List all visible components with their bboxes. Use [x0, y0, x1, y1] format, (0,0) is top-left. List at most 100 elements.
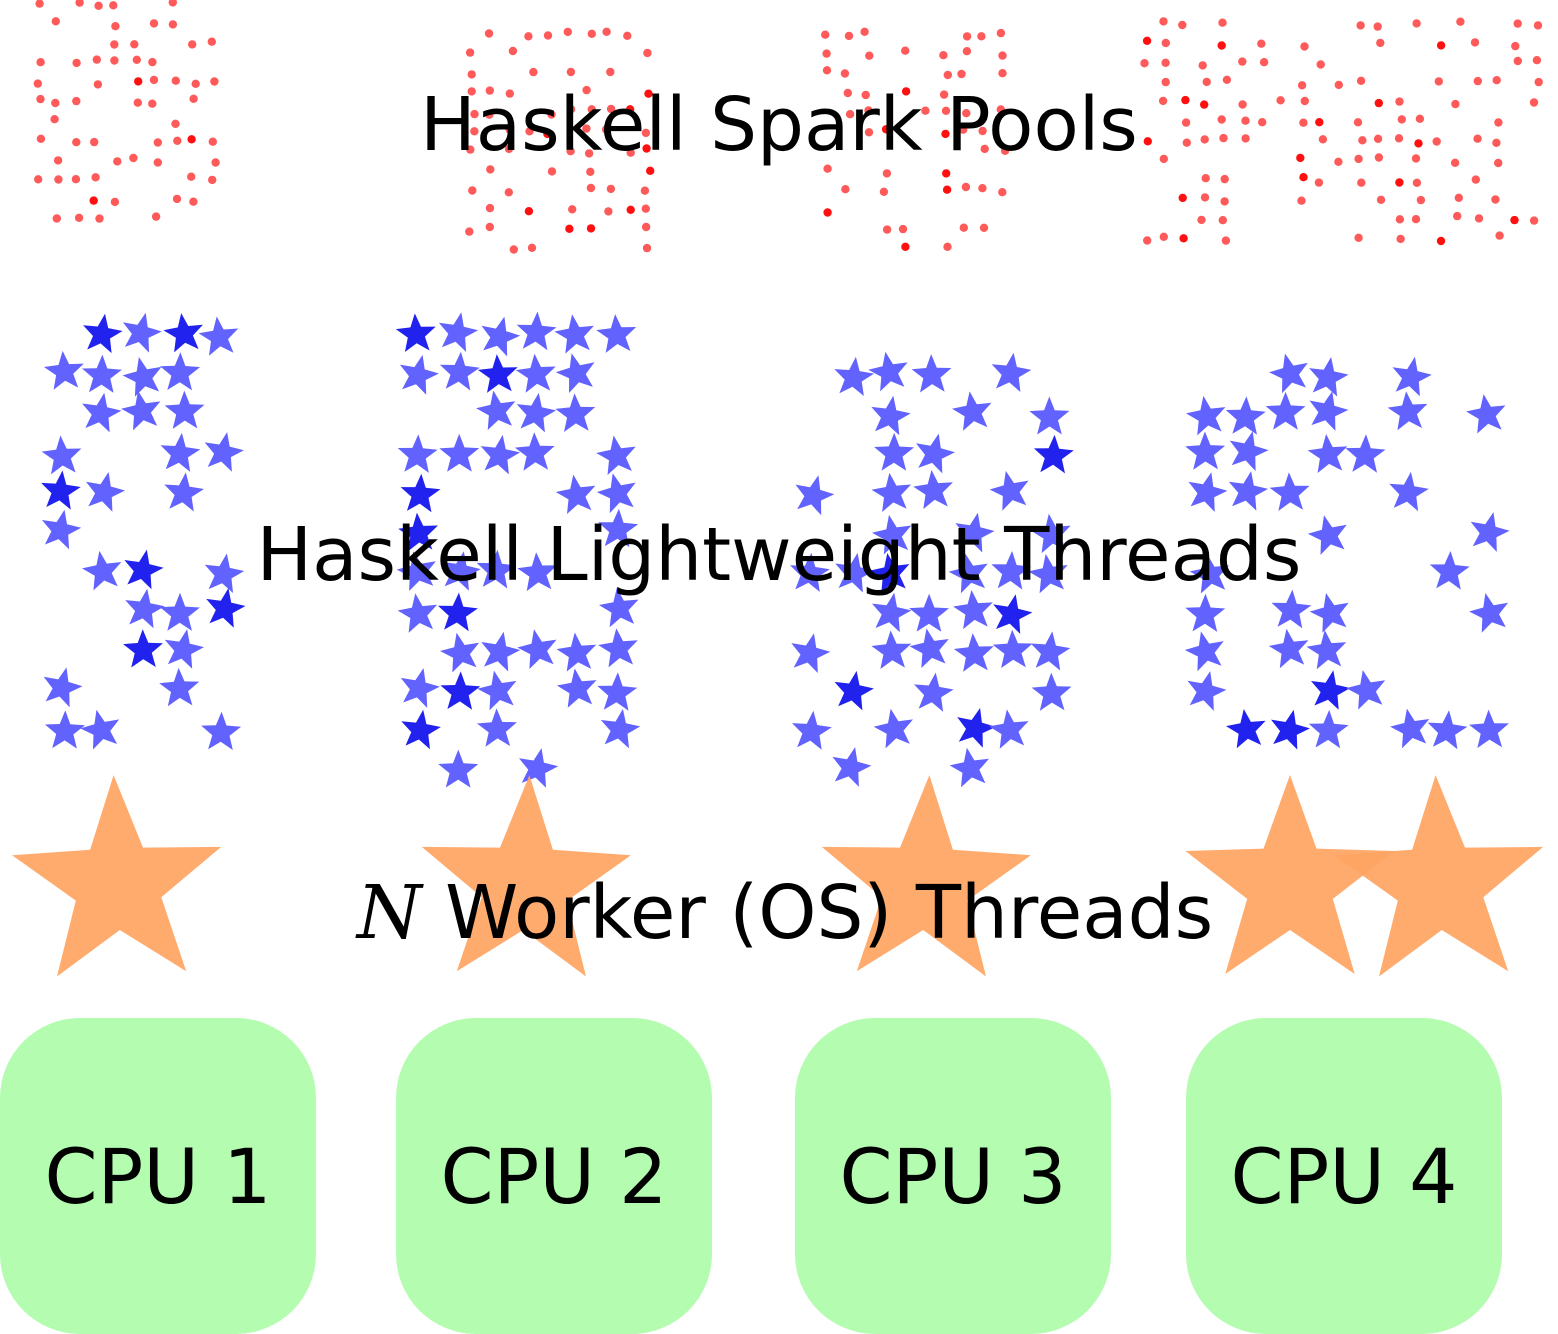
- lightweight-thread-star: [516, 392, 557, 433]
- lightweight-thread-star: [125, 588, 165, 629]
- lightweight-thread-star: [86, 472, 125, 512]
- lightweight-thread-star: [41, 435, 82, 475]
- spark-dot: [1238, 100, 1247, 109]
- worker-threads-group: [12, 775, 1544, 977]
- cpu-box-3: CPU 3: [795, 1018, 1111, 1334]
- lightweight-thread-star: [834, 356, 875, 396]
- worker-count-variable: N: [356, 870, 422, 956]
- lightweight-thread-star: [1033, 434, 1074, 474]
- spark-dot: [504, 188, 513, 197]
- lightweight-thread-star: [440, 671, 481, 710]
- spark-dot: [189, 94, 198, 104]
- spark-dot: [943, 242, 952, 251]
- lightweight-thread-star: [991, 551, 1032, 590]
- spark-dot: [1161, 77, 1170, 87]
- spark-dot: [1529, 216, 1539, 225]
- lightweight-thread-star: [480, 434, 521, 475]
- spark-dot: [1161, 58, 1170, 67]
- lightweight-thread-star: [792, 710, 832, 750]
- lightweight-thread-star: [1187, 671, 1227, 711]
- lightweight-thread-star: [873, 708, 913, 749]
- spark-dot: [525, 127, 534, 136]
- spark-dot: [130, 40, 139, 49]
- spark-dot: [485, 222, 494, 232]
- spark-dot: [1218, 216, 1228, 225]
- lightweight-thread-star: [159, 592, 200, 631]
- spark-dot: [1219, 133, 1228, 143]
- spark-dot: [823, 208, 832, 217]
- spark-dot: [187, 135, 196, 144]
- lightweight-thread-star: [164, 629, 204, 669]
- spark-dot: [211, 158, 220, 167]
- spark-dot: [980, 144, 989, 154]
- lightweight-thread-star: [399, 354, 439, 395]
- spark-dot: [1334, 80, 1344, 90]
- spark-dot: [941, 106, 951, 116]
- spark-dot: [210, 77, 219, 86]
- spark-dot: [54, 175, 63, 184]
- lightweight-thread-star: [874, 432, 915, 471]
- spark-dot: [148, 99, 157, 108]
- spark-dot: [586, 167, 595, 176]
- worker-thread-star: [421, 775, 631, 977]
- spark-dot: [1412, 178, 1422, 187]
- lightweight-thread-star: [991, 352, 1032, 392]
- spark-dot: [72, 138, 81, 147]
- spark-dot: [132, 55, 141, 64]
- lightweight-thread-star: [598, 628, 638, 668]
- spark-dot: [1318, 135, 1328, 144]
- spark-dot: [543, 31, 553, 40]
- lightweight-thread-star: [790, 552, 830, 592]
- lightweight-thread-star: [872, 514, 912, 555]
- lightweight-thread-star: [554, 314, 594, 354]
- spark-dot: [35, 0, 44, 8]
- lightweight-thread-star: [198, 316, 239, 356]
- spark-dot: [844, 31, 854, 41]
- spark-dot: [72, 58, 81, 68]
- spark-dot: [606, 67, 615, 77]
- spark-dot: [1334, 157, 1343, 166]
- spark-dot: [1492, 138, 1501, 147]
- lightweight-thread-star: [909, 593, 949, 632]
- spark-dot: [822, 66, 832, 75]
- worker-thread-star: [1334, 775, 1544, 977]
- lightweight-thread-star: [396, 551, 436, 591]
- spark-dot: [643, 48, 652, 58]
- lightweight-thread-star: [952, 391, 992, 431]
- spark-dot: [641, 128, 651, 138]
- cpu-box-4: CPU 4: [1186, 1018, 1502, 1334]
- spark-dot: [36, 58, 45, 67]
- spark-dot: [582, 85, 591, 95]
- spark-dot: [1513, 56, 1523, 66]
- spark-dot: [1396, 234, 1405, 244]
- spark-dot: [1453, 211, 1462, 221]
- spark-dot: [466, 145, 475, 154]
- spark-dot: [1201, 174, 1210, 183]
- lightweight-thread-star: [440, 632, 480, 673]
- lightweight-thread-star: [82, 392, 122, 433]
- spark-dot: [1356, 76, 1366, 86]
- spark-dot: [1376, 38, 1385, 48]
- spark-dot: [565, 224, 574, 233]
- lightweight-thread-star: [596, 314, 637, 353]
- spark-dot: [1259, 58, 1269, 67]
- spark-dot: [998, 69, 1007, 78]
- spark-dot: [468, 186, 477, 195]
- lightweight-thread-star: [206, 588, 246, 628]
- spark-dot: [1494, 158, 1503, 168]
- spark-dot: [1297, 81, 1307, 90]
- spark-dot: [1140, 59, 1149, 68]
- spark-dot: [1432, 137, 1441, 146]
- lightweight-thread-star: [477, 670, 517, 711]
- spark-dot: [941, 129, 950, 139]
- spark-dot: [626, 205, 635, 214]
- lightweight-thread-star: [477, 354, 518, 393]
- lightweight-thread-star: [598, 508, 639, 548]
- spark-dot: [1179, 234, 1188, 243]
- lightweight-thread-star: [1030, 631, 1071, 671]
- spark-dot: [1353, 118, 1363, 127]
- spark-dot: [1158, 96, 1168, 106]
- spark-dot: [484, 29, 494, 38]
- spark-dot: [524, 207, 534, 216]
